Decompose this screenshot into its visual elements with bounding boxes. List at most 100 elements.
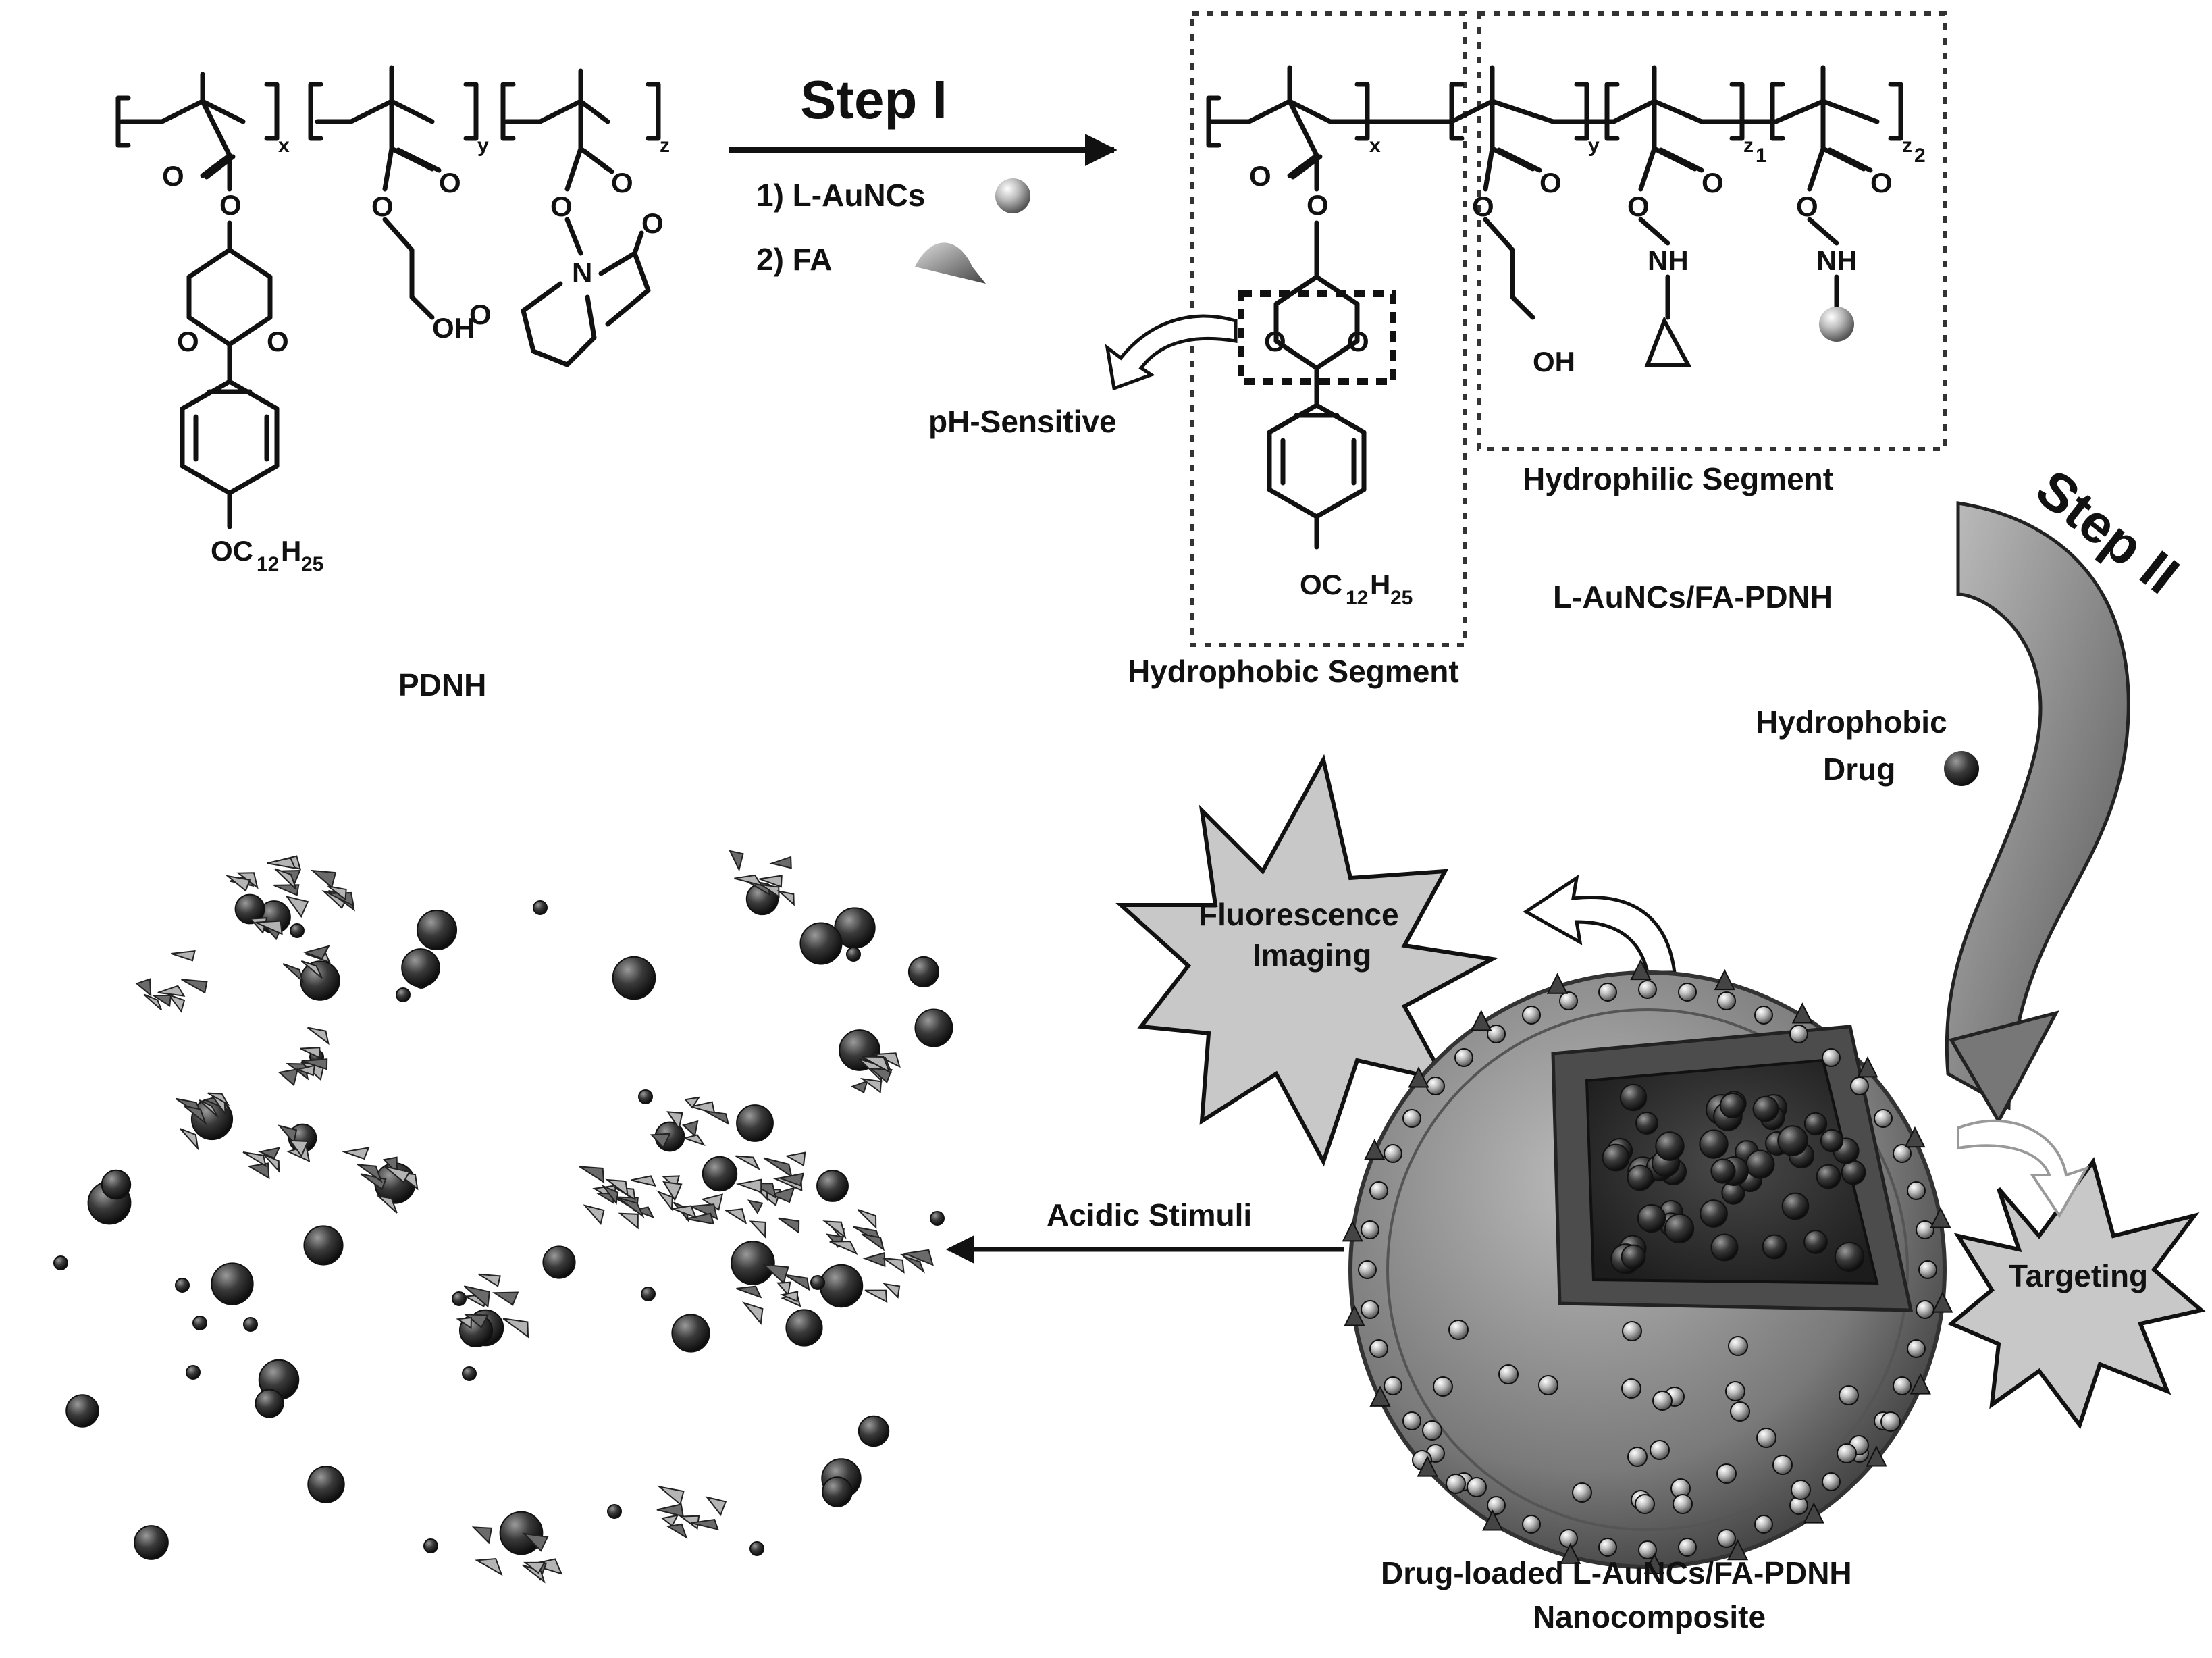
drug-particle	[1627, 1164, 1654, 1191]
aunc-particle	[1522, 1515, 1541, 1534]
drug-particle	[1820, 1129, 1844, 1153]
fa-cone-icon	[1644, 315, 1692, 367]
released-drug-particle	[542, 1245, 576, 1279]
released-drug-particle	[736, 1104, 774, 1142]
released-drug-particle	[607, 1504, 622, 1519]
atom-o: O	[611, 167, 633, 199]
atom-o: O	[1264, 326, 1286, 357]
released-drug-particle	[785, 1309, 823, 1347]
atom-o: O	[1539, 167, 1562, 199]
aunc-particle	[1622, 1321, 1642, 1341]
aunc-particle	[1446, 1474, 1466, 1494]
svg-text:12: 12	[1346, 587, 1368, 609]
aunc-particle	[1361, 1220, 1379, 1239]
aunc-particle	[1358, 1260, 1377, 1279]
aunc-particle	[1448, 1320, 1469, 1340]
svg-text:z: z	[1902, 134, 1912, 157]
hydrophilic-segment-label: Hydrophilic Segment	[1523, 461, 1833, 496]
released-drug-particle	[255, 1389, 284, 1418]
fa-cone-ligand	[1630, 958, 1652, 981]
aunc-particle	[1918, 1260, 1937, 1279]
drug-particle	[1710, 1233, 1739, 1262]
polymer-fragment	[650, 1096, 730, 1149]
released-drug-cloud	[53, 850, 953, 1584]
aunc-particle	[1559, 1529, 1578, 1548]
targeting-label: Targeting	[2009, 1258, 2148, 1293]
svg-text:2: 2	[1914, 145, 1926, 167]
released-drug-particle	[243, 1317, 258, 1332]
acidic-stimuli-arrow: Acidic Stimuli	[945, 1197, 1344, 1264]
released-drug-particle	[822, 1476, 853, 1507]
atom-o: O	[1627, 190, 1650, 222]
aunc-particle	[1730, 1401, 1750, 1422]
atom-o: O	[641, 207, 664, 239]
released-drug-particle	[53, 1255, 68, 1270]
released-drug-particle	[192, 1316, 207, 1330]
polymer-fragment	[822, 1209, 885, 1255]
released-drug-particle	[452, 1291, 467, 1306]
atom-o: O	[1347, 326, 1369, 357]
atom-nh: NH	[1648, 244, 1689, 276]
aunc-particle	[1454, 1048, 1473, 1067]
fa-cone-ligand	[1791, 1002, 1813, 1024]
aunc-particle	[1402, 1109, 1421, 1128]
aunc-particle	[1916, 1300, 1934, 1319]
product-name-label: L-AuNCs/FA-PDNH	[1553, 579, 1833, 615]
drug-particle	[1602, 1143, 1630, 1172]
aunc-particle	[1907, 1339, 1926, 1358]
subscript-z1: z 1	[1743, 134, 1767, 167]
released-drug-particle	[186, 1365, 201, 1380]
drug-particle	[1752, 1095, 1779, 1122]
atom-o: O	[1796, 190, 1818, 222]
fluorescence-label-2: Imaging	[1253, 937, 1371, 973]
atom-o: O	[177, 326, 199, 357]
fa-cone-icon	[915, 242, 986, 284]
fa-cone-ligand	[1910, 1373, 1931, 1395]
hydrophobic-drug-label-2: Drug	[1823, 752, 1895, 787]
released-drug-particle	[638, 1089, 653, 1104]
subscript-y: y	[477, 134, 489, 157]
polymer-fragment	[342, 1147, 419, 1214]
released-drug-particle	[401, 948, 440, 987]
product-alkoxy-label: OC 12 H 25	[1300, 569, 1413, 609]
released-drug-particle	[462, 1366, 477, 1381]
drug-particle	[1834, 1241, 1865, 1272]
aunc-particle	[1369, 1181, 1388, 1200]
aunc-particle	[1433, 1376, 1453, 1397]
atom-o: O	[1702, 167, 1724, 199]
aunc-particle	[1652, 1391, 1673, 1411]
aunc-particle	[1498, 1364, 1519, 1384]
released-drug-particle	[914, 1008, 953, 1047]
drug-particle	[1700, 1199, 1728, 1228]
aunc-particle	[1650, 1440, 1670, 1460]
aunc-ball-icon	[995, 178, 1030, 213]
drug-particle	[1781, 1192, 1810, 1220]
released-drug-particle	[799, 922, 843, 965]
aunc-particle	[1467, 1477, 1487, 1497]
aunc-particle	[1678, 1538, 1697, 1557]
fa-cone-ligand	[1803, 1502, 1824, 1524]
hydrophilic-box	[1477, 11, 1947, 451]
aunc-particle	[1822, 1048, 1841, 1067]
aunc-ball-icon	[1819, 307, 1854, 342]
fa-cone-ligand	[1727, 1539, 1749, 1561]
targeting-arrow	[1957, 1119, 2090, 1218]
aunc-particle	[1874, 1109, 1893, 1128]
polymer-fragment	[850, 1052, 901, 1094]
polymer-fragment	[135, 950, 208, 1013]
nanocomposite-label-1: Drug-loaded L-AuNCs/FA-PDNH	[1381, 1555, 1852, 1590]
svg-text:OC: OC	[1300, 569, 1342, 600]
atom-oh: OH	[1533, 346, 1575, 378]
drug-particle	[1762, 1234, 1787, 1260]
aunc-particle	[1837, 1443, 1857, 1463]
released-drug-particle	[810, 1275, 825, 1290]
svg-text:25: 25	[301, 553, 323, 575]
ph-sensitive-arrow	[1105, 314, 1238, 391]
svg-text:1: 1	[1756, 145, 1767, 167]
atom-o: O	[1307, 189, 1329, 221]
drug-particle	[1745, 1149, 1775, 1179]
released-drug-particle	[819, 1264, 864, 1308]
drug-particle	[1816, 1164, 1841, 1189]
aunc-particle	[1572, 1482, 1592, 1503]
fluorescence-label-1: Fluorescence	[1199, 897, 1399, 932]
